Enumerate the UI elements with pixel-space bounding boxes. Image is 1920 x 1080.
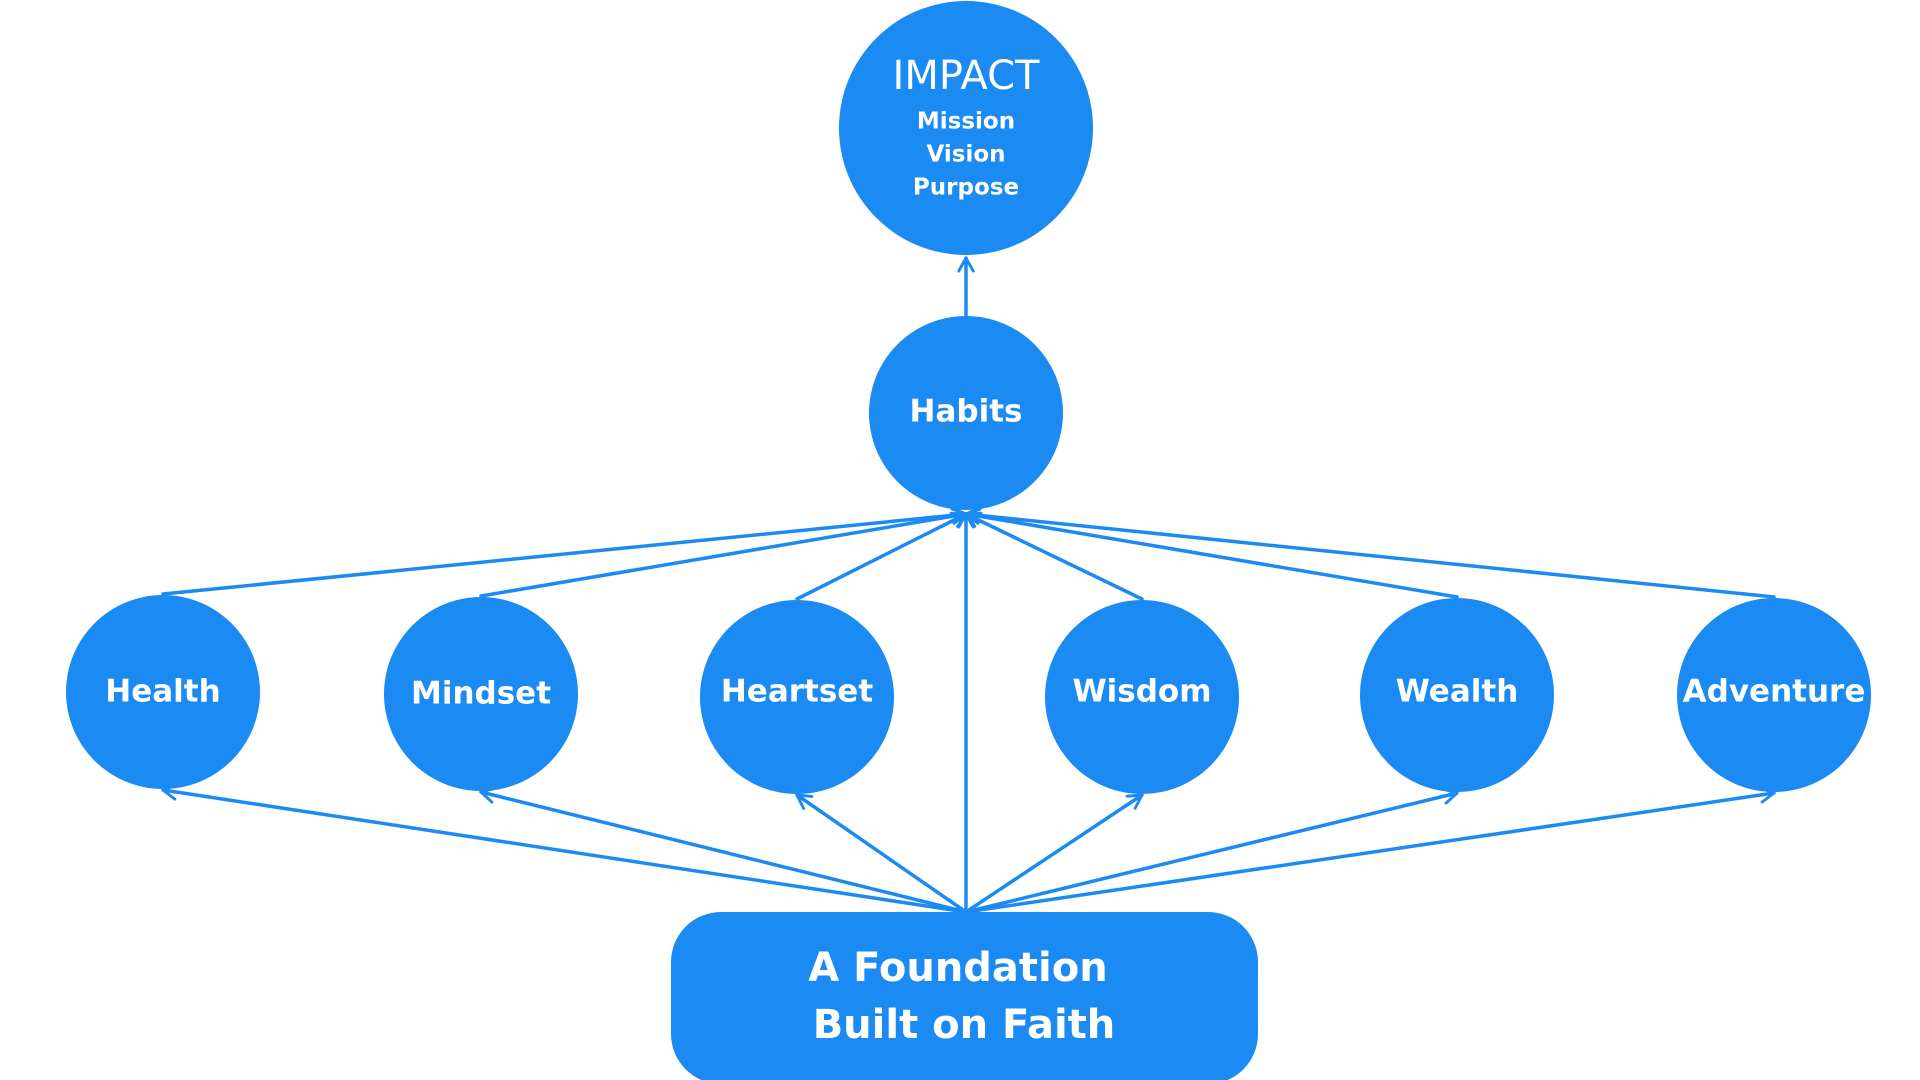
pillar-node-adventure: Adventure [1677,598,1871,792]
impact-line-mission: Mission [917,109,1015,135]
pillar-label-wealth: Wealth [1396,674,1519,710]
edge-wealth-to-habits [964,507,1459,599]
pillar-label-wisdom: Wisdom [1072,674,1211,710]
edge-foundation-to-wealth [964,787,1459,914]
impact-line-purpose: Purpose [913,175,1019,201]
edge-heartset-to-habits [795,511,968,601]
edge-foundation-to-heartset [795,793,968,914]
edge-wisdom-to-habits [964,511,1144,601]
impact-line-vision: Vision [926,142,1005,168]
pillar-node-health: Health [66,595,260,789]
pillar-node-wisdom: Wisdom [1045,600,1239,794]
pillar-label-adventure: Adventure [1683,674,1866,710]
impact-title: IMPACT [893,53,1040,99]
foundation-node: A Foundation Built on Faith [671,912,1258,1080]
edge-foundation-to-mindset [479,786,968,914]
edge-mindset-to-habits [479,507,968,598]
edge-adventure-to-habits [964,506,1776,599]
pillar-node-wealth: Wealth [1360,598,1554,792]
edge-foundation-to-health [161,783,968,914]
pillar-node-heartset: Heartset [700,600,894,794]
foundation-line-1: A Foundation [808,945,1107,991]
pillar-node-mindset: Mindset [384,597,578,791]
pillar-circle [384,597,578,791]
pillar-circle [1045,600,1239,794]
pillar-circle [1360,598,1554,792]
pillar-label-health: Health [105,674,220,710]
habits-circle [869,316,1063,510]
edge-foundation-to-wisdom [964,793,1144,914]
impact-node: IMPACT Mission Vision Purpose [839,1,1093,255]
edge-foundation-to-adventure [964,786,1776,914]
pillar-circle [1677,598,1871,792]
habits-node: Habits [869,316,1063,510]
foundation-box [671,912,1258,1080]
pillar-label-heartset: Heartset [721,674,873,710]
pillar-circle [66,595,260,789]
foundation-line-2: Built on Faith [813,1002,1116,1048]
pillar-circle [700,600,894,794]
impact-circle [839,1,1093,255]
edge-health-to-habits [161,506,968,596]
edges [161,256,1776,914]
habits-label: Habits [910,394,1023,430]
pillar-label-mindset: Mindset [411,676,551,712]
